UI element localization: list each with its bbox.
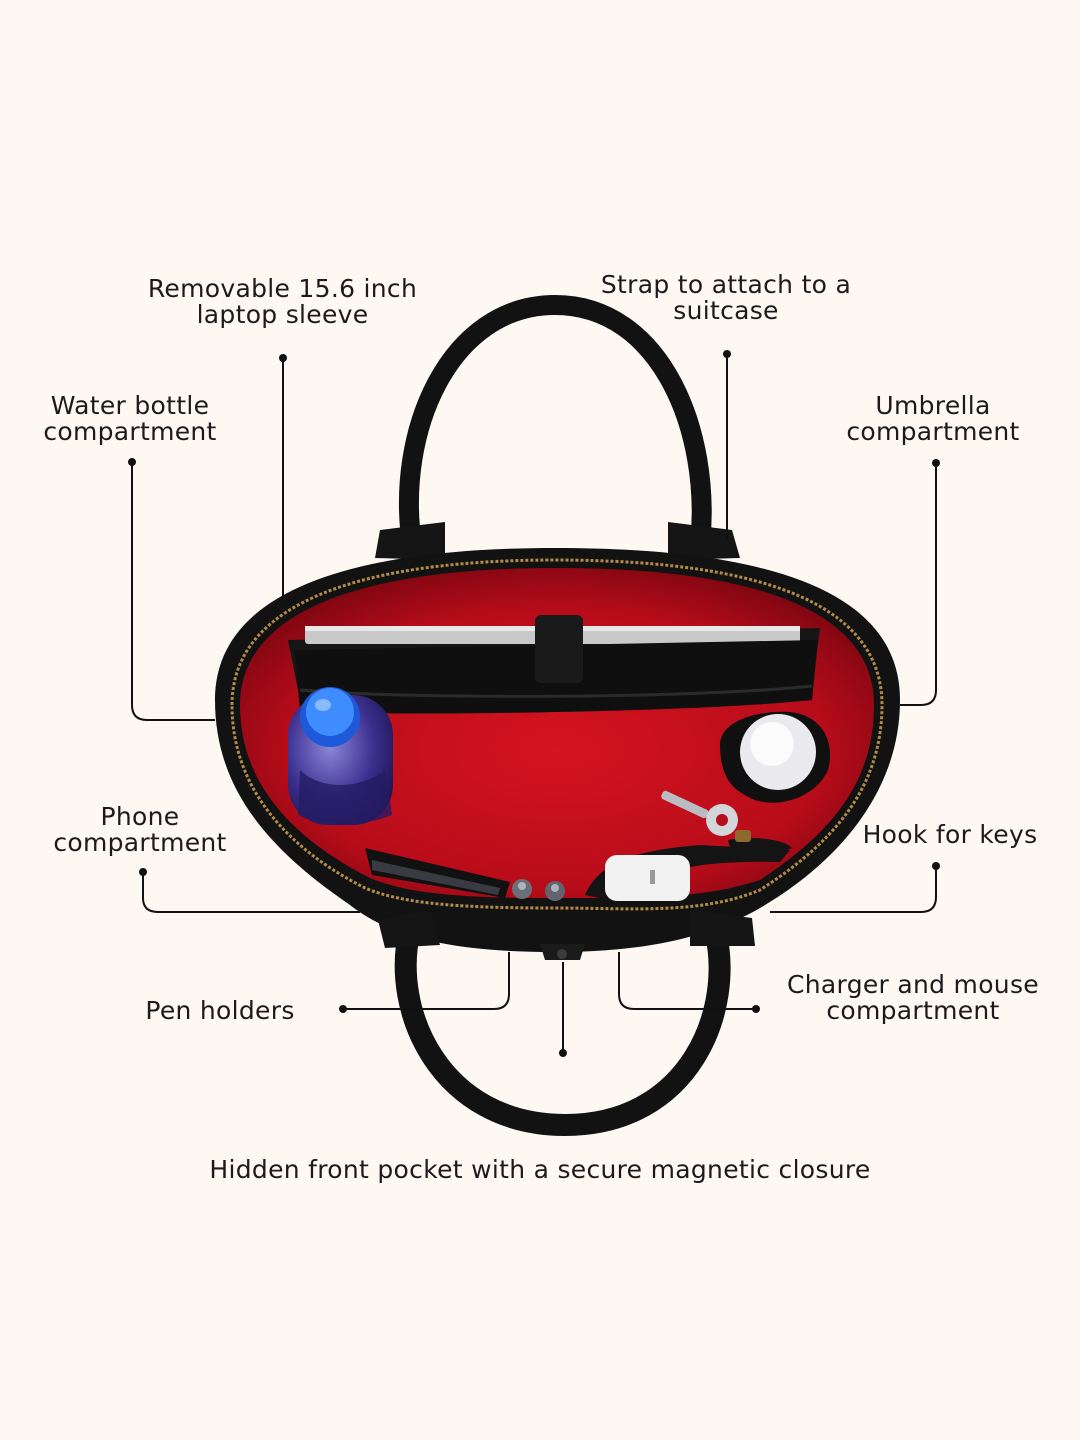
phone-compartment [365,848,510,898]
callout-text: Hidden front pocket with a secure magnet… [209,1155,871,1184]
charger-icon [585,845,790,901]
callout-text: Umbrella [875,391,991,420]
callout-text: compartment [53,828,227,857]
leader-charger [618,952,756,1010]
back-handle [399,294,712,555]
callout-charger: Charger and mouse compartment [772,972,1054,1024]
callout-water-bottle: Water bottle compartment [30,393,230,445]
callout-laptop-sleeve: Removable 15.6 inch laptop sleeve [140,276,425,328]
pen-holders [512,879,565,901]
callout-text: Phone [100,802,180,831]
callout-text: Pen holders [145,996,295,1025]
back-handle-right-tab [668,522,740,560]
leader-pens [343,952,510,1010]
callout-pens: Pen holders [135,998,305,1024]
callout-text: Hook for keys [862,820,1038,849]
magnetic-clasp [557,949,567,959]
callout-text: suitcase [673,296,779,325]
callout-front-pocket: Hidden front pocket with a secure magnet… [90,1157,990,1183]
callout-keys: Hook for keys [850,822,1050,848]
leader-water-bottle [131,462,215,721]
callout-text: Removable 15.6 inch [147,274,418,303]
back-handle-left-tab [375,522,445,560]
water-bottle-icon [288,687,393,825]
callout-text: compartment [43,417,217,446]
front-handle [394,919,731,1137]
leader-dots [128,350,940,1057]
callout-text: compartment [846,417,1020,446]
callout-umbrella: Umbrella compartment [835,393,1031,445]
callout-suitcase-strap: Strap to attach to a suitcase [595,272,857,324]
front-handle-right-tab [690,910,755,946]
callout-text: Charger and mouse [787,970,1039,999]
leader-umbrella [900,463,937,706]
callout-text: laptop sleeve [196,300,369,329]
callout-phone: Phone compartment [40,804,240,856]
callout-text: Strap to attach to a [600,270,852,299]
leader-lines [131,354,937,1053]
umbrella-icon [720,711,831,803]
callout-text: Water bottle [50,391,210,420]
leader-phone [142,872,360,913]
front-handle-left-tab [378,910,440,948]
leader-keys [770,866,937,913]
callout-text: compartment [826,996,1000,1025]
laptop-sleeve [288,615,820,714]
